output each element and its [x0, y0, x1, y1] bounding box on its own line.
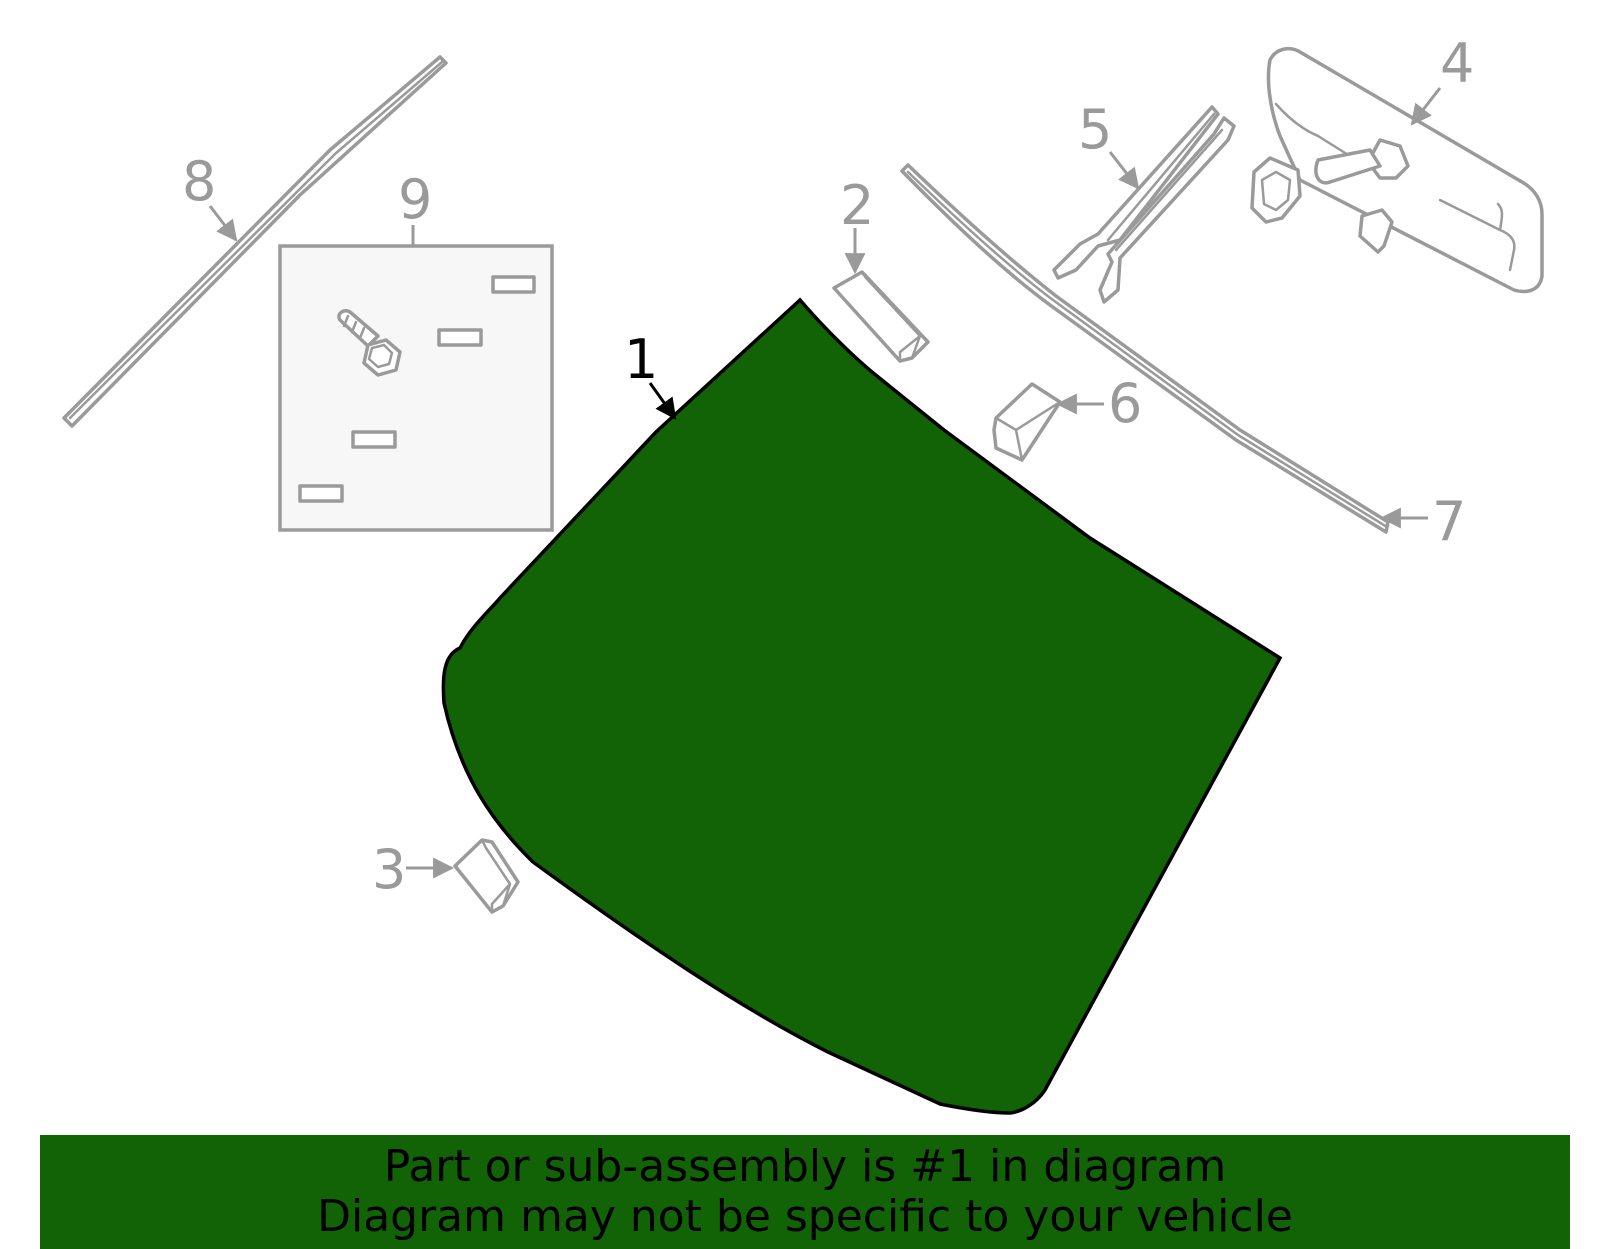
callout-8: 8 [182, 150, 216, 213]
callout-2: 2 [840, 174, 874, 237]
kit-clip [351, 430, 397, 449]
callout-1: 1 [624, 328, 658, 391]
callout-7: 7 [1432, 490, 1466, 553]
callout-6: 6 [1108, 372, 1142, 435]
windshield-glass[interactable] [441, 297, 1283, 1115]
clip-lower [453, 838, 520, 914]
callout-3: 3 [372, 838, 406, 901]
kit-bolt [337, 308, 402, 377]
spacer-block [992, 382, 1062, 462]
kit-clip [437, 328, 483, 347]
sensor-bracket [1052, 105, 1236, 304]
callout-9: 9 [398, 168, 432, 231]
kit-clip [491, 275, 536, 294]
leader-5 [1108, 151, 1140, 190]
info-banner: Part or sub-assembly is #1 in diagram Di… [40, 1135, 1570, 1249]
side-molding [62, 55, 448, 428]
callout-4: 4 [1440, 32, 1474, 95]
rearview-mirror [1250, 46, 1544, 294]
leader-1 [648, 382, 677, 420]
leader-4 [1410, 87, 1442, 126]
callout-5: 5 [1078, 98, 1112, 161]
clip-upper [832, 270, 930, 363]
banner-line-1: Part or sub-assembly is #1 in diagram [383, 1141, 1227, 1192]
banner-line-2: Diagram may not be specific to your vehi… [317, 1191, 1293, 1242]
leader-8 [208, 205, 238, 242]
kit-clip [298, 484, 344, 503]
hardware-kit [278, 225, 554, 532]
